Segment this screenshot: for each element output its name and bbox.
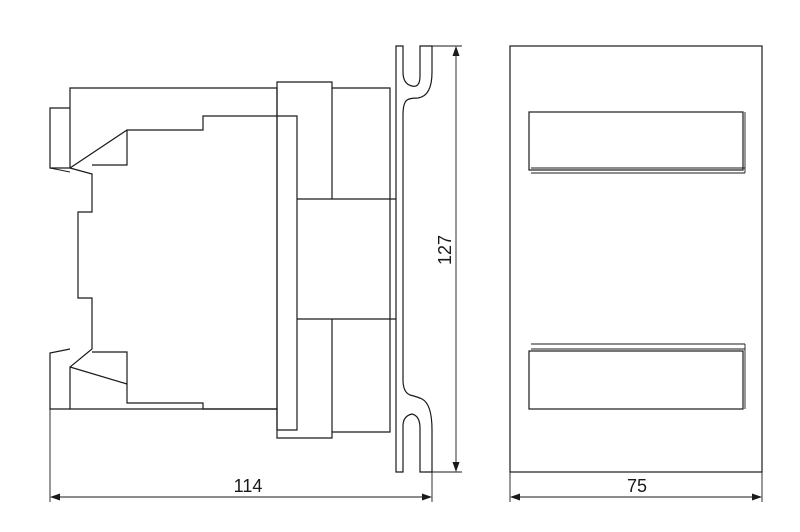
depth-label: 114 xyxy=(234,476,263,496)
width-arrow-left xyxy=(510,493,520,501)
front-view-body xyxy=(509,45,763,473)
depth-dimension: 114 xyxy=(49,409,433,502)
width-label: 75 xyxy=(627,476,647,496)
height-label: 127 xyxy=(435,235,455,265)
height-arrow-bottom xyxy=(452,462,460,472)
inner-step-profile xyxy=(69,115,298,431)
height-dimension: 127 xyxy=(432,45,462,473)
right-block-outline xyxy=(276,81,391,439)
height-arrow-top xyxy=(452,46,460,56)
inner-step-top xyxy=(92,130,128,166)
inner-step-bottom xyxy=(92,351,128,384)
depth-arrow-right xyxy=(422,493,432,501)
side-view xyxy=(49,45,433,473)
bottom-clip xyxy=(49,348,71,410)
bottom-label-window xyxy=(528,350,744,410)
din-rail xyxy=(395,45,433,473)
top-clip xyxy=(49,107,70,169)
front-view xyxy=(509,45,763,473)
top-label-window xyxy=(528,111,744,171)
side-view-body-outline xyxy=(69,87,278,410)
top-clip-edge xyxy=(49,167,71,173)
depth-arrow-left xyxy=(50,493,60,501)
width-dimension: 75 xyxy=(509,472,763,502)
width-arrow-right xyxy=(752,493,762,501)
